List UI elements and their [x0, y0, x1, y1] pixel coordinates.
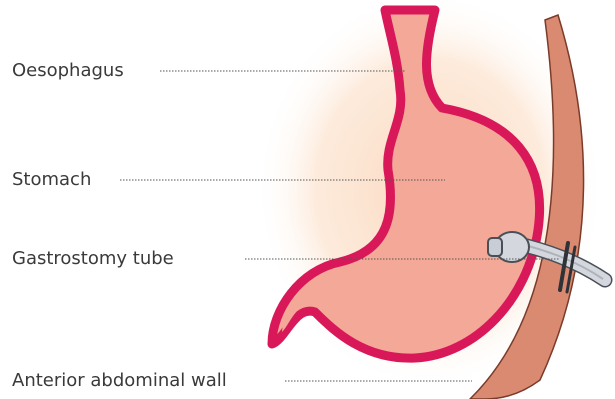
label-anterior-abdominal-wall: Anterior abdominal wall [12, 372, 227, 390]
label-gastrostomy-tube: Gastrostomy tube [12, 250, 174, 268]
label-oesophagus: Oesophagus [12, 62, 124, 80]
label-stomach: Stomach [12, 171, 91, 189]
gastrostomy-bolster-neck [488, 238, 502, 256]
